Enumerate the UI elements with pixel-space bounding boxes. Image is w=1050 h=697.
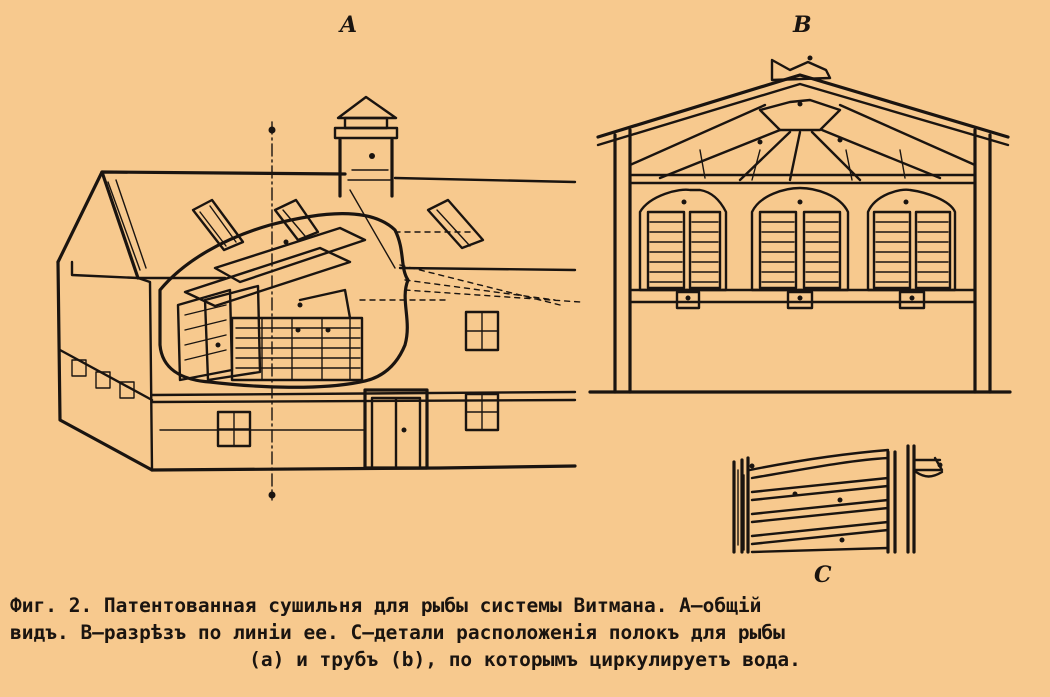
roof-skylights <box>191 198 485 252</box>
cutaway-outline <box>158 212 410 389</box>
wall-corner <box>136 276 154 472</box>
drawing-c-detail <box>732 444 944 554</box>
detail-post-left <box>732 456 750 554</box>
drying-rack-middle <box>750 186 850 310</box>
drying-rack-right <box>866 188 957 310</box>
section-walls <box>613 128 992 394</box>
roof-hatching <box>107 179 396 271</box>
gable-floor-line <box>58 348 154 402</box>
wall-base <box>150 464 577 472</box>
roof-front-edge <box>100 170 140 280</box>
label-c: C <box>814 562 832 588</box>
ridge-vent <box>770 58 832 82</box>
windows <box>216 310 500 448</box>
gable-trim <box>70 260 140 280</box>
caption-line-3: (a) и трубъ (b), по которымъ циркулирует… <box>249 648 801 671</box>
upper-beam <box>628 173 977 185</box>
drying-rack-left <box>638 188 728 310</box>
detail-post-right <box>886 450 897 554</box>
figure-caption: Фиг. 2. Патентованная сушильня для рыбы … <box>10 592 1040 673</box>
engraving <box>56 55 1012 554</box>
cutaway-shelving <box>176 226 367 382</box>
drawing-a-building <box>56 95 581 501</box>
section-roof <box>596 73 1010 139</box>
caption-line-1: Фиг. 2. Патентованная сушильня для рыбы … <box>10 594 762 617</box>
label-a: A <box>340 12 358 38</box>
gable-vents <box>71 359 135 399</box>
drawing-b-section <box>588 55 1012 394</box>
label-b: B <box>793 12 812 38</box>
caption-line-2: видъ. B—разрѣзъ по линіи ee. C—детали ра… <box>10 621 785 644</box>
section-projection-lines <box>359 231 581 306</box>
chimney <box>333 95 399 198</box>
roof-eave-right <box>398 266 577 272</box>
roof-ridge-line <box>393 176 577 184</box>
door <box>363 388 429 470</box>
gable-wall <box>56 260 154 472</box>
detail-post-far <box>906 444 916 554</box>
